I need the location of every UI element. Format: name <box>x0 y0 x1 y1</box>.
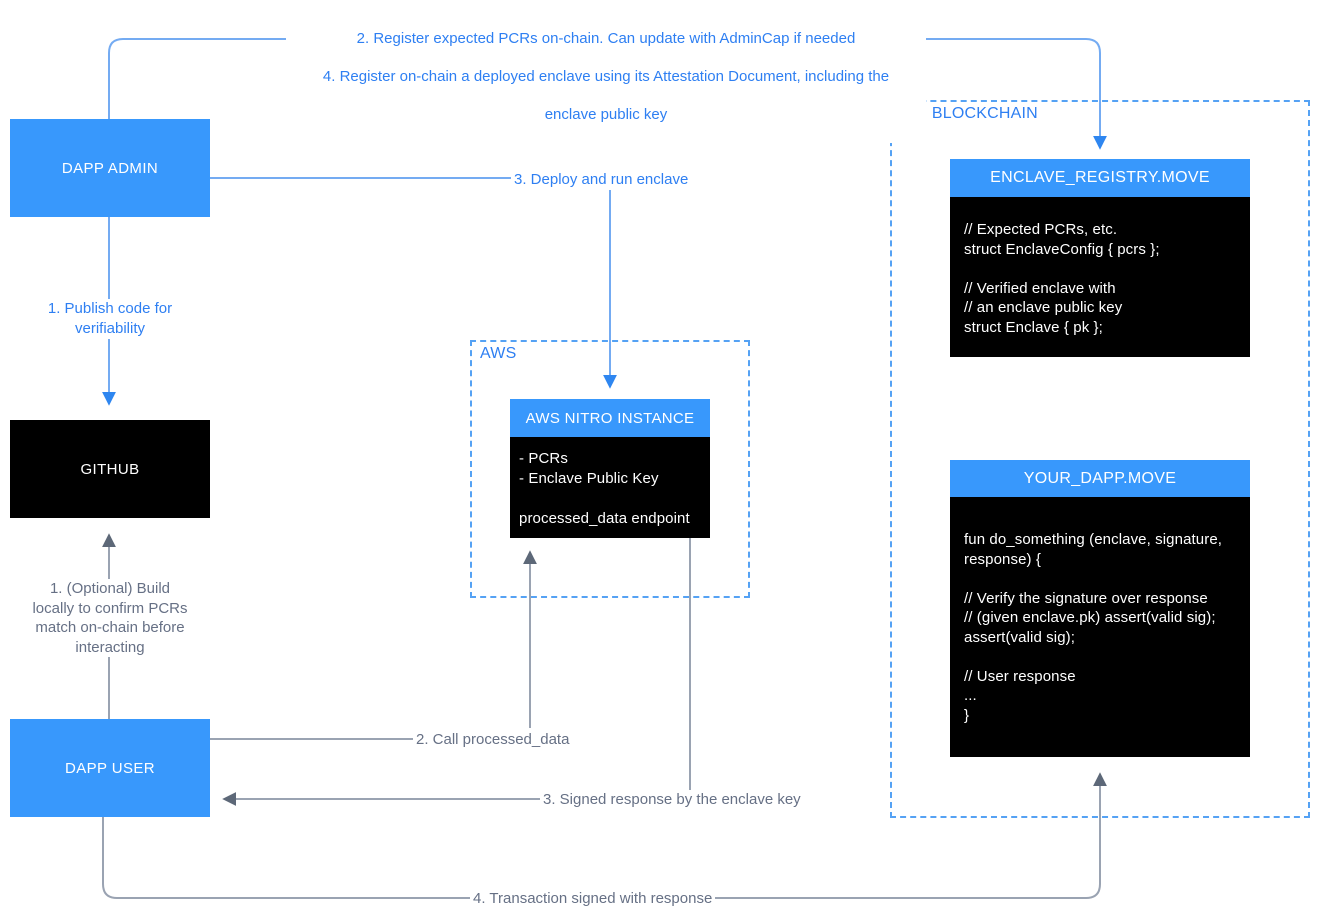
aws-nitro-card-title: AWS NITRO INSTANCE <box>510 399 710 437</box>
dapp-user-node: DAPP USER <box>10 719 210 817</box>
dapp-admin-node: DAPP ADMIN <box>10 119 210 217</box>
enclave-registry-card-body: // Expected PCRs, etc. struct EnclaveCon… <box>950 197 1250 357</box>
enclave-registry-card: ENCLAVE_REGISTRY.MOVE // Expected PCRs, … <box>950 159 1250 357</box>
call-processed-data-edge-label: 2. Call processed_data <box>414 730 572 749</box>
register-line-3: enclave public key <box>544 106 668 123</box>
signed-response-edge-label: 3. Signed response by the enclave key <box>541 790 803 809</box>
your-dapp-card-title: YOUR_DAPP.MOVE <box>950 460 1250 497</box>
register-line-2: 4. Register on-chain a deployed enclave … <box>322 68 890 85</box>
your-dapp-card: YOUR_DAPP.MOVE fun do_something (enclave… <box>950 460 1250 757</box>
transaction-edge-label: 4. Transaction signed with response <box>470 889 716 908</box>
aws-region-label: AWS <box>477 345 520 363</box>
optional-build-edge-label: 1. (Optional) Build locally to confirm P… <box>5 579 215 657</box>
deploy-edge-label: 3. Deploy and run enclave <box>512 170 691 189</box>
github-node: GITHUB <box>10 420 210 518</box>
your-dapp-card-body: fun do_something (enclave, signature, re… <box>950 497 1250 757</box>
aws-nitro-card-body: - PCRs - Enclave Public Key processed_da… <box>510 437 710 538</box>
aws-nitro-card: AWS NITRO INSTANCE - PCRs - Enclave Publ… <box>510 399 710 538</box>
enclave-registry-card-title: ENCLAVE_REGISTRY.MOVE <box>950 159 1250 197</box>
sui-blockchain-region-label: SUI BLOCKCHAIN <box>897 105 1041 123</box>
publish-edge-label: 1. Publish code for verifiability <box>20 299 200 339</box>
register-line-1: 2. Register expected PCRs on-chain. Can … <box>356 30 856 47</box>
register-edge-label: 2. Register expected PCRs on-chain. Can … <box>286 10 926 143</box>
